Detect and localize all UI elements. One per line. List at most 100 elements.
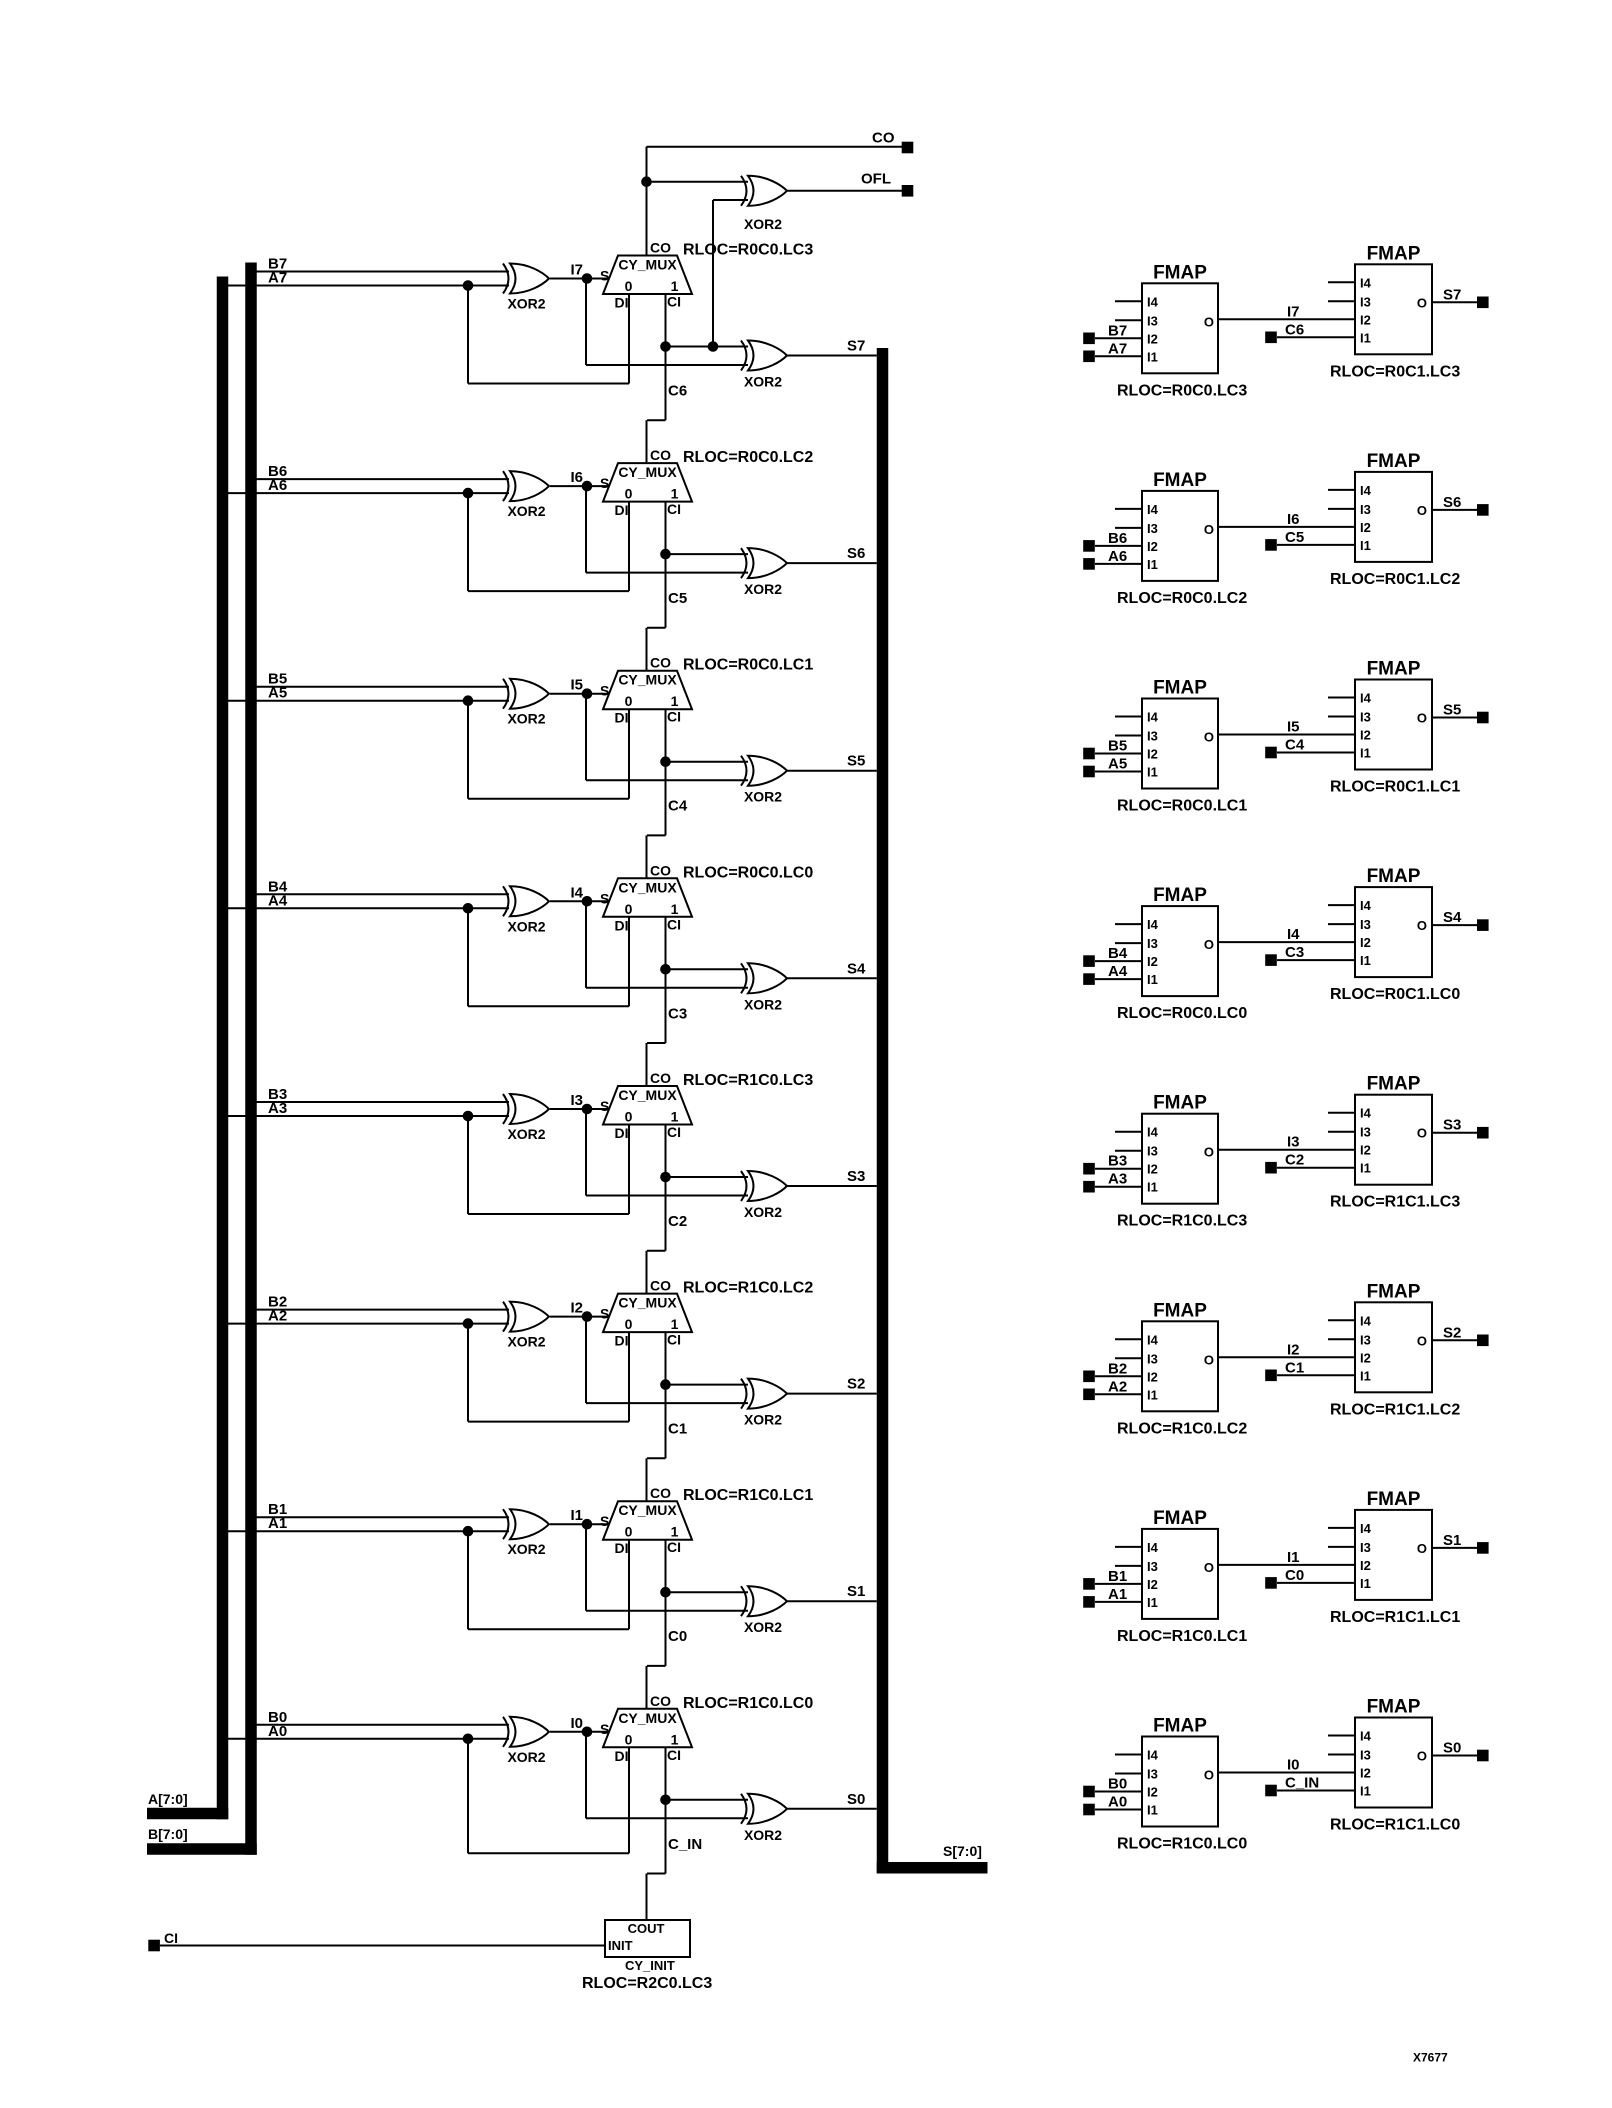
sum-output-label: S1 <box>1443 1532 1461 1549</box>
gate-type-label: XOR2 <box>507 1126 545 1142</box>
mux-select0-label: 0 <box>625 278 633 294</box>
mux-ci-pin-label: CI <box>667 916 681 932</box>
fmap-pin-label: I3 <box>1360 1540 1371 1555</box>
mux-di-pin-label: DI <box>615 1748 629 1764</box>
rloc-label: RLOC=R0C1.LC3 <box>1330 363 1460 380</box>
rloc-label: RLOC=R0C0.LC2 <box>1117 590 1247 607</box>
fmap-pair-s2: FMAPI4I3I2I1OB2A2RLOC=R1C0.LC2FMAPI4I3I2… <box>1083 1281 1489 1437</box>
fmap-pin-label: I1 <box>1360 1784 1371 1799</box>
fmap-pin-label: I1 <box>1147 1180 1158 1195</box>
mux-co-pin-label: CO <box>650 1278 671 1294</box>
carry-net-label: C_IN <box>668 1836 702 1853</box>
xor-input-arc <box>740 175 748 207</box>
io-terminal <box>1265 1784 1277 1797</box>
carry-net-label: C6 <box>668 383 687 400</box>
mux-s-pin-label: S <box>600 890 609 906</box>
fmap-symbol <box>1354 678 1433 771</box>
input-a-label: A7 <box>268 270 287 287</box>
xor2-gate <box>740 1169 789 1203</box>
input-a-label: A1 <box>1108 1586 1127 1603</box>
fmap-pin-label: I4 <box>1147 294 1159 309</box>
fmap-pin-label: I1 <box>1147 349 1158 364</box>
xor2-gate <box>502 262 551 295</box>
xor2-gate <box>740 1377 789 1410</box>
junction-dot <box>660 548 671 560</box>
rloc-label: RLOC=R0C0.LC1 <box>1117 798 1247 815</box>
fmap-pin-label: I4 <box>1360 898 1372 913</box>
cy-mux-symbol <box>601 1292 694 1334</box>
xor-body <box>508 470 551 503</box>
mux-di-pin-label: DI <box>615 1125 629 1141</box>
input-a-label: A5 <box>268 685 287 702</box>
mux-select1-label: 1 <box>671 278 679 294</box>
fmap-pin-label: I3 <box>1360 917 1371 932</box>
fmap-title-label: FMAP <box>1153 470 1207 491</box>
input-b-label: B2 <box>1108 1360 1127 1377</box>
junction-dot <box>462 1318 474 1329</box>
gate-type-label: XOR2 <box>507 1334 545 1350</box>
rloc-label: RLOC=R1C0.LC1 <box>1117 1628 1247 1645</box>
io-terminal <box>1265 1577 1277 1589</box>
fmap-pin-label: I1 <box>1147 1803 1158 1818</box>
mux-name-label: CY_MUX <box>618 1295 677 1311</box>
fmap-title-label: FMAP <box>1153 885 1207 906</box>
cy-mux-symbol <box>601 1085 694 1126</box>
fmap-pin-label: I1 <box>1147 1595 1158 1610</box>
xor-input-arc <box>502 1716 510 1748</box>
fmap-pin-label: I3 <box>1360 710 1371 725</box>
fmap-symbol <box>1141 905 1219 998</box>
sum-output-label: S7 <box>1443 286 1461 303</box>
junction-dot <box>581 273 593 284</box>
intermediate-net-label: I1 <box>1287 1549 1300 1566</box>
fmap-pin-label: I1 <box>1360 330 1371 345</box>
mux-s-pin-label: S <box>600 1721 609 1737</box>
fmap-pin-label: I1 <box>1360 1576 1371 1591</box>
fmap-out-pin-label: O <box>1204 937 1214 952</box>
input-b-label: B5 <box>1108 738 1127 755</box>
fmap-symbol <box>1141 1320 1219 1413</box>
fmap-pin-label: I4 <box>1360 275 1372 290</box>
mux-select1-label: 1 <box>671 901 679 917</box>
fmap-pin-label: I1 <box>1360 953 1371 968</box>
fmap-title-label: FMAP <box>1367 1697 1421 1718</box>
fmap-title-label: FMAP <box>1153 262 1207 283</box>
rloc-label: RLOC=R0C1.LC1 <box>1330 779 1460 796</box>
input-a-label: A6 <box>1108 548 1127 565</box>
fmap-pin-label: I1 <box>1360 1368 1371 1383</box>
fmap-pin-label: I3 <box>1147 1144 1158 1159</box>
cy-mux-symbol <box>601 254 694 295</box>
bus-b-label: B[7:0] <box>148 1826 188 1842</box>
mux-select1-label: 1 <box>671 693 679 709</box>
xor-body <box>746 547 789 580</box>
xor-input-arc <box>740 547 748 579</box>
gate-type-label: XOR2 <box>744 1204 782 1220</box>
fmap-pair-s4: FMAPI4I3I2I1OB4A4RLOC=R0C0.LC0FMAPI4I3I2… <box>1083 866 1489 1022</box>
fmap-pin-label: I4 <box>1147 1125 1159 1140</box>
mux-co-pin-label: CO <box>650 862 671 878</box>
intermediate-net-label: I0 <box>1287 1757 1300 1774</box>
cy-mux-symbol <box>601 877 694 918</box>
xor-body <box>508 1715 551 1748</box>
fmap-out-pin-label: O <box>1204 314 1214 329</box>
xor-body <box>746 174 789 207</box>
carry-net-label: C1 <box>668 1421 687 1438</box>
fmap-pin-label: I2 <box>1360 1558 1371 1573</box>
fmap-out-pin-label: O <box>1417 503 1427 518</box>
fmap-pin-label: I2 <box>1360 728 1371 743</box>
cy-init-rloc-label: RLOC=R2C0.LC3 <box>582 1975 712 1992</box>
sum-output-label: S7 <box>847 338 865 355</box>
mux-s-pin-label: S <box>600 1306 609 1322</box>
xor2-gate <box>502 885 551 918</box>
bus-s-label: S[7:0] <box>943 1843 982 1859</box>
gate-type-label: XOR2 <box>507 503 545 519</box>
bus-a-label: A[7:0] <box>148 1791 188 1807</box>
fmap-pin-label: I3 <box>1360 502 1371 517</box>
mux-select0-label: 0 <box>625 1316 633 1332</box>
junction-dot <box>660 964 671 975</box>
input-b-label: B1 <box>268 1501 287 1518</box>
io-terminal <box>1083 955 1095 967</box>
input-b-label: B6 <box>268 463 287 480</box>
